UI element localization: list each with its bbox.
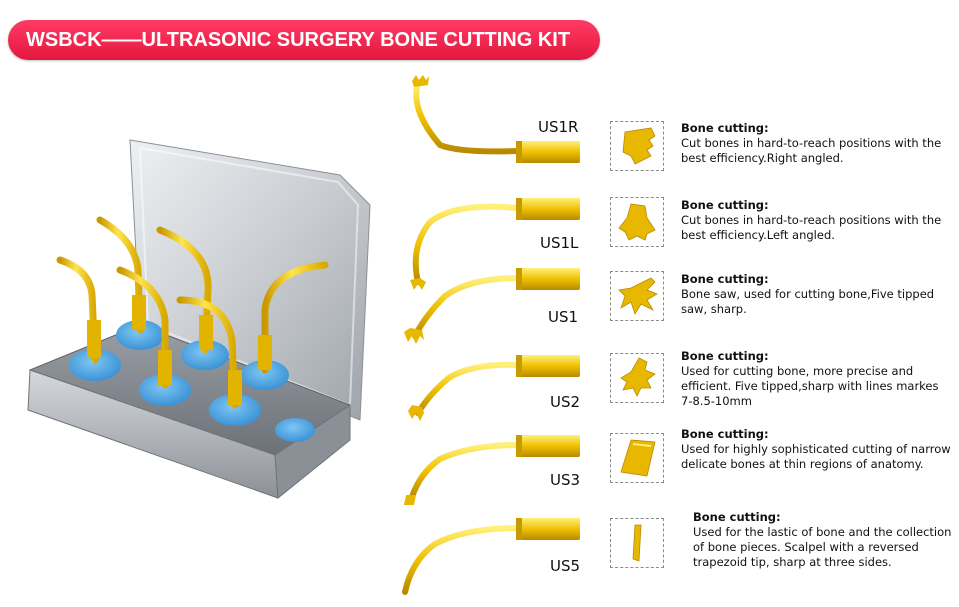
tip-row-us2: US2 Bone cutting: Used for cutting bone,… xyxy=(400,345,955,425)
tip-code: US1 xyxy=(548,308,579,326)
tip-code: US2 xyxy=(550,393,581,411)
us1r-tip-detail xyxy=(622,127,656,165)
tip-detail-box xyxy=(610,518,664,568)
tip-description: Bone cutting: Used for the lastic of bon… xyxy=(693,510,959,570)
tip-code: US3 xyxy=(550,471,581,489)
tip-detail-box xyxy=(610,353,664,403)
us2-tip-image xyxy=(408,355,580,421)
tip-description: Bone cutting: Cut bones in hard-to-reach… xyxy=(681,198,951,243)
tip-detail-box xyxy=(610,433,664,483)
page-title: WSBCK——ULTRASONIC SURGERY BONE CUTTING K… xyxy=(26,29,571,51)
tip-text: Cut bones in hard-to-reach positions wit… xyxy=(681,136,942,165)
us1r-tip-image xyxy=(412,75,580,163)
tip-code: US1R xyxy=(538,118,579,136)
tip-detail-box xyxy=(610,121,664,171)
tip-detail-box xyxy=(610,197,664,247)
tip-row-us3: US3 Bone cutting: Used for highly sophis… xyxy=(400,425,955,505)
tip-row-us1r: US1R Bone cutting: Cut bones in hard-to-… xyxy=(400,75,955,171)
us1-tip-image xyxy=(404,268,580,344)
us1l-tip-image xyxy=(410,198,580,290)
us2-tip-detail xyxy=(620,357,656,397)
tip-code: US5 xyxy=(550,557,581,575)
us5-tip-image xyxy=(402,518,580,595)
tip-row-us5: US5 Bone cutting: Used for the lastic of… xyxy=(400,510,955,595)
tip-description: Bone cutting: Bone saw, used for cutting… xyxy=(681,272,951,317)
tip-heading: Bone cutting: xyxy=(681,349,769,363)
us1-tip-detail xyxy=(618,277,658,315)
tip-text: Used for highly sophisticated cutting of… xyxy=(681,442,951,471)
tip-heading: Bone cutting: xyxy=(693,510,781,524)
bone-cutting-kit-image xyxy=(27,139,371,499)
tip-heading: Bone cutting: xyxy=(681,427,769,441)
tip-description: Bone cutting: Used for cutting bone, mor… xyxy=(681,349,951,409)
tip-text: Used for the lastic of bone and the coll… xyxy=(693,525,952,569)
tip-row-us1: US1 Bone cutting: Bone saw, used for cut… xyxy=(400,266,955,346)
tip-heading: Bone cutting: xyxy=(681,121,769,135)
tip-code: US1L xyxy=(540,234,579,252)
tip-heading: Bone cutting: xyxy=(681,198,769,212)
us3-tip-detail xyxy=(620,439,656,477)
us1l-tip-detail xyxy=(618,203,656,241)
us5-tip-detail xyxy=(632,524,642,562)
kit-tips xyxy=(56,216,329,409)
tip-description: Bone cutting: Cut bones in hard-to-reach… xyxy=(681,121,951,166)
tip-row-us1l: US1L Bone cutting: Cut bones in hard-to-… xyxy=(400,192,955,290)
tip-heading: Bone cutting: xyxy=(681,272,769,286)
us3-tip-image xyxy=(404,435,580,505)
tip-text: Cut bones in hard-to-reach positions wit… xyxy=(681,213,942,242)
tip-text: Used for cutting bone, more precise and … xyxy=(681,364,939,408)
title-banner: WSBCK——ULTRASONIC SURGERY BONE CUTTING K… xyxy=(8,20,600,60)
tip-description: Bone cutting: Used for highly sophistica… xyxy=(681,427,951,472)
tip-text: Bone saw, used for cutting bone,Five tip… xyxy=(681,287,935,316)
silicone-holders xyxy=(69,320,315,442)
tip-detail-box xyxy=(610,271,664,321)
